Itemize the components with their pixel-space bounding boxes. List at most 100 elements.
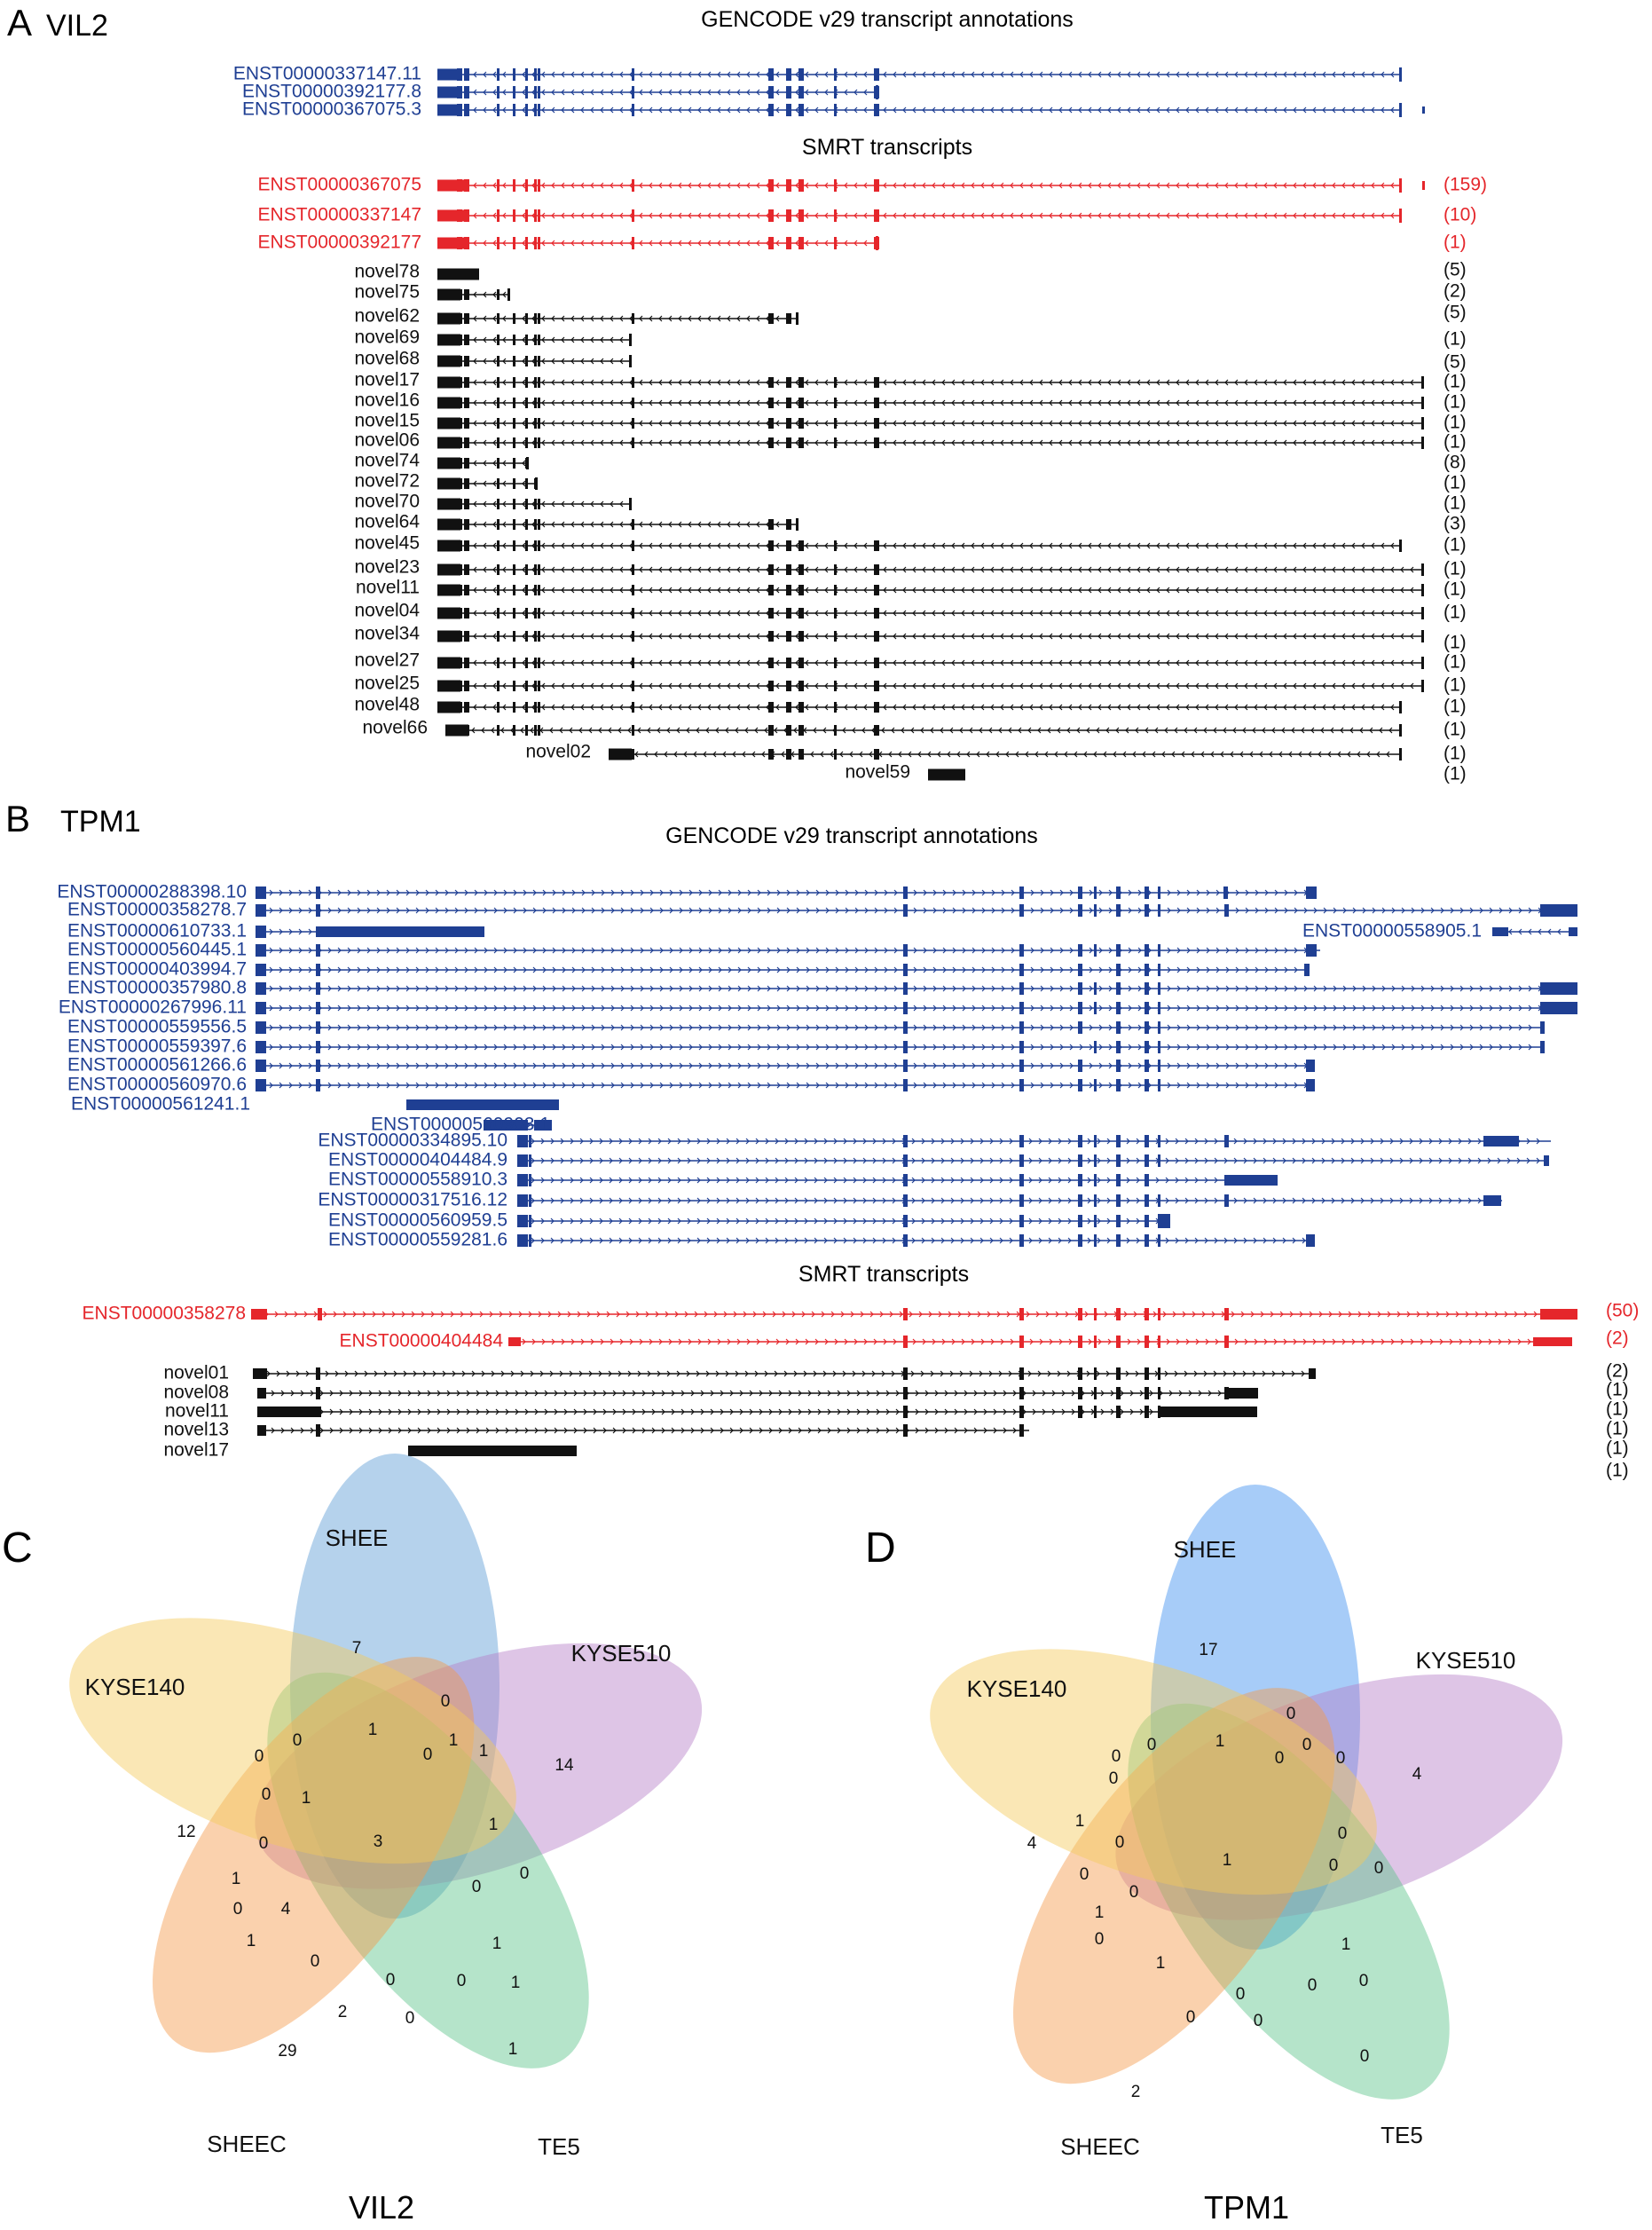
exon-block [464,702,469,713]
exon-block [609,748,632,760]
exon-block [1158,944,1160,957]
set-label-te5: TE5 [1381,2122,1423,2148]
region-count: 0 [1147,1736,1157,1754]
exon-block [1540,982,1577,995]
panel-b-gencode-title: GENCODE v29 transcript annotations [665,823,1038,848]
exon-block [798,749,804,760]
exon-block [316,964,320,976]
exon-block [1421,437,1424,449]
exon-block [534,237,537,249]
exon-block [834,237,837,249]
ellipse-kyse140-group [69,1618,516,1864]
exon-block [1019,1154,1024,1167]
exon-block [437,104,460,116]
exon-block [768,585,774,595]
set-label-te5: TE5 [538,2133,580,2160]
region-count: 1 [1156,1954,1166,1973]
exon-block [629,334,632,346]
exon-block [534,398,537,408]
region-count: 1 [368,1721,378,1739]
exon-block [1399,103,1402,117]
exon-block [798,179,804,192]
exon-block [513,499,515,509]
exon-block [525,398,528,408]
exon-block [464,499,469,509]
exon-block [437,237,468,249]
novel-read-count: (5) [1444,303,1467,323]
region-count: 0 [1338,1824,1348,1843]
exon-block [457,478,462,489]
set-label-sheec: SHEEC [1060,2133,1140,2160]
exon-block [1019,1135,1024,1147]
gencode-transcript-label: ENST00000560903.1 [371,1115,550,1135]
exon-block [786,68,791,81]
exon-block [256,1060,266,1072]
region-count: 0 [1095,1930,1105,1949]
exon-block [408,1446,577,1456]
exon-block [525,681,528,691]
region-count: 0 [1286,1705,1296,1723]
exon-block [513,179,515,192]
region-count: 0 [472,1878,482,1896]
exon-block [1145,1135,1149,1147]
exon-block [437,540,460,552]
exon-block [538,540,540,551]
exon-block [1540,1002,1577,1014]
exon-block [834,702,837,713]
novel-transcript-label: novel25 [354,674,420,694]
exon-block [903,944,908,957]
exon-block [1422,181,1425,190]
exon-block [786,313,791,324]
exon-block [798,608,804,619]
exon-block [256,1079,266,1091]
exon-block [1019,1406,1024,1418]
exon-block [1094,982,1097,995]
exon-block [1116,886,1121,899]
exon-block [538,499,540,509]
exon-block [513,86,515,98]
exon-block [1116,1135,1121,1147]
exon-block [876,236,878,250]
novel-transcript-label: novel64 [354,512,420,532]
novel-transcript-label: novel17 [163,1440,229,1461]
novel-transcript-label: novel17 [354,370,420,390]
exon-block [1309,1368,1316,1379]
gencode-transcript-label: ENST00000610733.1 [67,921,247,942]
novel-transcript-label: novel15 [354,411,420,431]
exon-block [513,540,515,551]
exon-block [538,335,540,345]
exon-block [632,585,634,595]
exon-block [632,209,634,222]
exon-block [316,1021,320,1034]
exon-block [1544,1155,1549,1166]
exon-block [1094,1041,1097,1053]
exon-block [525,499,528,509]
exon-block [256,1002,266,1014]
exon-block [903,1021,908,1034]
exon-block [786,104,791,116]
exon-block [464,519,469,530]
exon-block [834,585,837,595]
exon-block [874,564,879,575]
exon-block [464,335,469,345]
exon-block [768,209,774,222]
exon-block [534,519,537,530]
exon-block [874,179,879,192]
gencode-transcript-label: ENST00000357980.8 [67,978,247,998]
region-count: 0 [1302,1736,1312,1754]
exon-block [497,499,500,509]
exon-block [798,437,804,448]
exon-block [256,964,266,976]
exon-block [497,179,500,192]
exon-block [834,68,837,81]
exon-block [538,68,540,81]
region-count: 1 [511,1974,521,1992]
exon-block [1078,1336,1082,1348]
exon-block [457,702,462,713]
panel-a: A VIL2 GENCODE v29 transcript annotation… [7,2,1487,784]
exon-block [834,725,837,736]
set-label-shee: SHEE [1174,1536,1237,1563]
exon-block [437,607,460,619]
exon-block [834,104,837,116]
exon-block [464,289,469,300]
